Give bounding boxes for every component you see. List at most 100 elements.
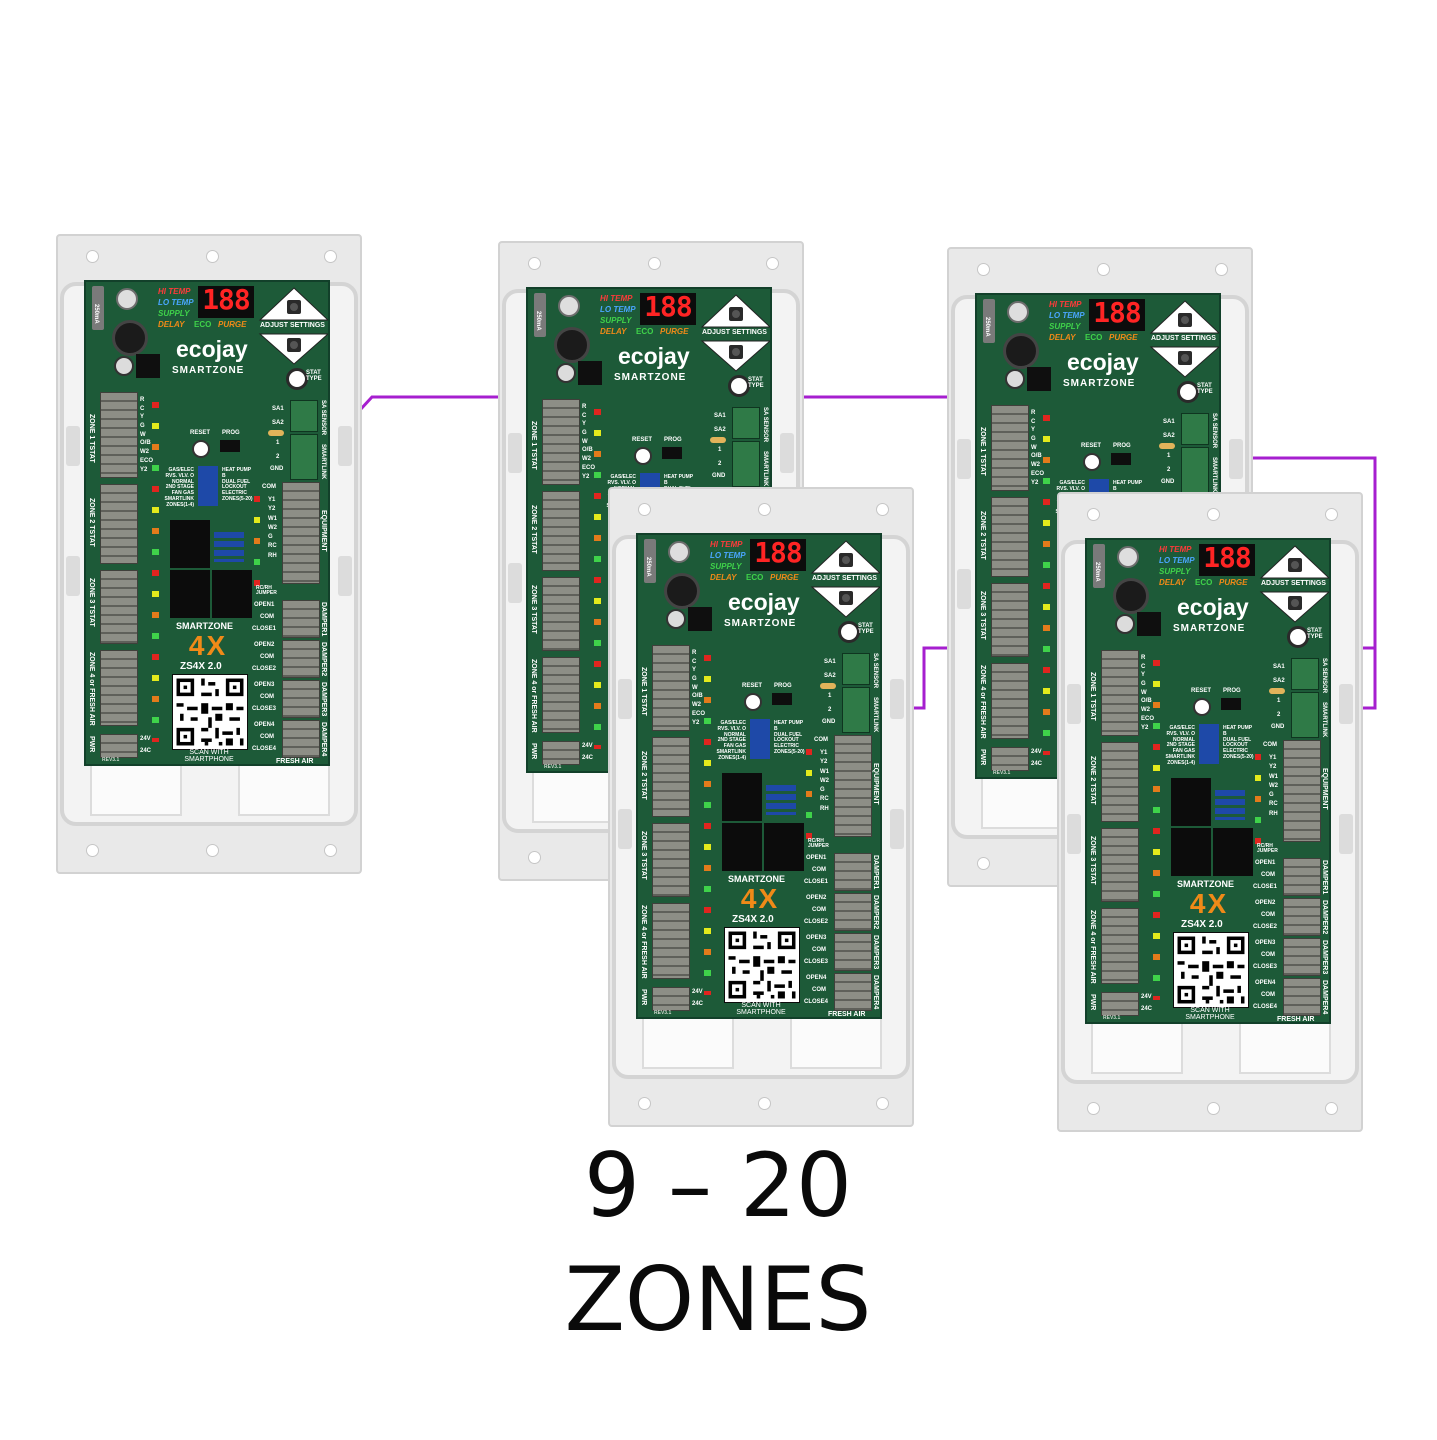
adjust-settings-pad[interactable]	[700, 293, 772, 373]
zone3-label: ZONE 3 TSTAT	[1089, 836, 1096, 885]
zone4-terminal-block[interactable]	[542, 657, 580, 733]
equipment-terminal-block[interactable]	[834, 735, 872, 837]
revision-label: REV3.1	[544, 764, 562, 770]
zone3-label: ZONE 3 TSTAT	[88, 578, 95, 627]
smartlink-terminal[interactable]	[1181, 447, 1209, 493]
adjust-settings-pad[interactable]	[258, 286, 330, 366]
4x-logo: 4X	[740, 883, 780, 914]
reset-button[interactable]	[744, 693, 762, 711]
adjust-settings-label: ADJUST SETTINGS	[1151, 335, 1216, 342]
open3-label: OPEN3	[1255, 940, 1276, 946]
open3-label: OPEN3	[254, 682, 275, 688]
reset-button[interactable]	[1083, 453, 1101, 471]
reset-button[interactable]	[1193, 698, 1211, 716]
qr-code[interactable]	[1173, 932, 1249, 1008]
smartlink-terminal[interactable]	[842, 687, 870, 733]
sa-sensor-terminal[interactable]	[842, 653, 870, 685]
supply-label: SUPPLY	[1049, 322, 1081, 331]
zone1-terminal-block[interactable]	[991, 405, 1029, 491]
zone3-terminal-block[interactable]	[100, 570, 138, 644]
qr-code[interactable]	[724, 927, 800, 1003]
smartlink-terminal[interactable]	[732, 441, 760, 487]
stat-type-button[interactable]	[1177, 381, 1199, 403]
zone4-terminal-block[interactable]	[991, 663, 1029, 739]
com-label: COM	[1263, 742, 1277, 748]
sa2-label: SA2	[1273, 678, 1285, 684]
supply-label: SUPPLY	[710, 562, 742, 571]
smartlink-terminal[interactable]	[290, 434, 318, 480]
sa-sensor-terminal[interactable]	[290, 400, 318, 432]
zone3-terminal-block[interactable]	[652, 823, 690, 897]
power-terminal-block[interactable]	[652, 987, 690, 1011]
stat-type-button[interactable]	[286, 368, 308, 390]
damper4-terminal-block[interactable]	[834, 973, 872, 1011]
qr-code[interactable]	[172, 674, 248, 750]
dip-switch-bank[interactable]	[198, 466, 218, 506]
zone4-terminal-block[interactable]	[652, 903, 690, 979]
damper3-terminal-block[interactable]	[834, 933, 872, 971]
zone1-terminal-block[interactable]	[1101, 650, 1139, 736]
power-terminal-block[interactable]	[991, 747, 1029, 771]
close4-label: CLOSE4	[1253, 1004, 1278, 1010]
power-terminal-block[interactable]	[1101, 992, 1139, 1016]
damper4-terminal-block[interactable]	[1283, 978, 1321, 1016]
stat-type-button[interactable]	[1287, 626, 1309, 648]
zone2-terminal-block[interactable]	[991, 497, 1029, 577]
sa-sensor-terminal[interactable]	[1181, 413, 1209, 445]
zone-control-board: 250mA HI TEMP LO TEMP SUPPLY DELAY ECO P…	[84, 280, 330, 766]
zone2-terminal-block[interactable]	[100, 484, 138, 564]
damper2-terminal-block[interactable]	[282, 640, 320, 678]
fuse-holder	[644, 539, 656, 583]
damper3-terminal-block[interactable]	[282, 680, 320, 718]
zone2-terminal-block[interactable]	[542, 491, 580, 571]
qr-code-icon	[176, 678, 244, 746]
stat-type-button[interactable]	[838, 621, 860, 643]
damper4-label: DAMPER4	[872, 975, 879, 1010]
prog-header	[220, 440, 240, 452]
dip-switch-bank[interactable]	[1199, 724, 1219, 764]
zone3-label: ZONE 3 TSTAT	[530, 585, 537, 634]
reset-button[interactable]	[634, 447, 652, 465]
zone1-terminal-block[interactable]	[100, 392, 138, 478]
zone3-terminal-block[interactable]	[991, 583, 1029, 657]
power-terminal-block[interactable]	[542, 741, 580, 765]
plate-slot	[90, 764, 182, 816]
sa-sensor-label: SA SENSOR	[1211, 413, 1217, 449]
regulator-chip	[1027, 367, 1051, 391]
damper2-terminal-block[interactable]	[1283, 898, 1321, 936]
4x-logo: 4X	[188, 630, 228, 661]
gnd-label: GND	[822, 719, 836, 725]
zone3-terminal-block[interactable]	[1101, 828, 1139, 902]
equipment-terminal-block[interactable]	[1283, 740, 1321, 842]
damper1-terminal-block[interactable]	[834, 853, 872, 891]
zone3-terminal-block[interactable]	[542, 577, 580, 651]
damper2-terminal-block[interactable]	[834, 893, 872, 931]
smartlink-terminal[interactable]	[1291, 692, 1319, 738]
sa-sensor-terminal[interactable]	[1291, 658, 1319, 690]
reset-button[interactable]	[192, 440, 210, 458]
zone4-terminal-block[interactable]	[100, 650, 138, 726]
smartlink-label: SMARTLINK	[1321, 702, 1327, 738]
damper1-terminal-block[interactable]	[1283, 858, 1321, 896]
scan-caption: SCAN WITH SMARTPHONE	[736, 1002, 786, 1017]
zone1-terminal-block[interactable]	[652, 645, 690, 731]
adjust-settings-pad[interactable]	[1149, 299, 1221, 379]
zone4-terminal-block[interactable]	[1101, 908, 1139, 984]
damper1-terminal-block[interactable]	[282, 600, 320, 638]
damper4-terminal-block[interactable]	[282, 720, 320, 758]
stat-type-button[interactable]	[728, 375, 750, 397]
zone2-terminal-block[interactable]	[652, 737, 690, 817]
sa-sensor-terminal[interactable]	[732, 407, 760, 439]
dip-switch-bank[interactable]	[750, 719, 770, 759]
mounting-hole	[1087, 1102, 1100, 1115]
zone1-terminal-block[interactable]	[542, 399, 580, 485]
smartlink-1-label: 1	[1277, 698, 1281, 704]
power-terminal-block[interactable]	[100, 734, 138, 758]
smartlink-2-label: 2	[1277, 712, 1281, 718]
mounting-hole	[638, 1097, 651, 1110]
prog-label: PROG	[222, 430, 240, 436]
damper3-terminal-block[interactable]	[1283, 938, 1321, 976]
zone2-terminal-block[interactable]	[1101, 742, 1139, 822]
equipment-terminal-block[interactable]	[282, 482, 320, 584]
plate-tab	[618, 679, 632, 719]
